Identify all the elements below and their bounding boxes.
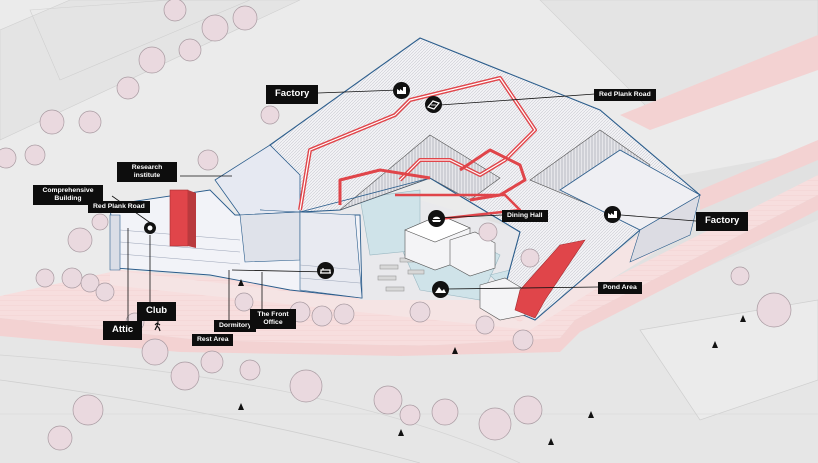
west-buildings: [109, 144, 363, 299]
label-research-institute: Research institute: [117, 162, 177, 182]
label-rest-area: Rest Area: [192, 334, 234, 346]
dining-hall-pavilions: [404, 214, 526, 321]
factory-icon: [393, 82, 410, 99]
club-icon: [144, 222, 156, 234]
label-factory-right: Factory: [696, 212, 749, 231]
markers: [238, 279, 746, 445]
label-red-plank-road-left: Red Plank Road: [88, 201, 150, 213]
sidewalks: [0, 35, 818, 356]
label-pond-area: Pond Area: [598, 282, 642, 294]
red-plank-road: [298, 76, 537, 222]
factory-icon: [604, 206, 621, 223]
red-plank-road-ramp: [514, 239, 586, 319]
label-attic: Attic: [103, 321, 143, 340]
label-factory-top: Factory: [266, 85, 319, 104]
dining-icon: [428, 210, 445, 227]
trees: [0, 0, 792, 451]
label-comprehensive-building: Comprehensive Building: [33, 185, 103, 205]
rest-icon: [317, 262, 334, 279]
label-red-plank-road-top: Red Plank Road: [594, 89, 656, 101]
factory-building: [269, 37, 701, 321]
road-icon: [425, 96, 442, 113]
label-dining-hall: Dining Hall: [502, 210, 548, 222]
label-dormitory: Dormitory: [214, 320, 257, 332]
label-club: Club: [137, 302, 177, 321]
label-front-office: The Front Office: [250, 309, 296, 329]
pond-icon: [432, 281, 449, 298]
